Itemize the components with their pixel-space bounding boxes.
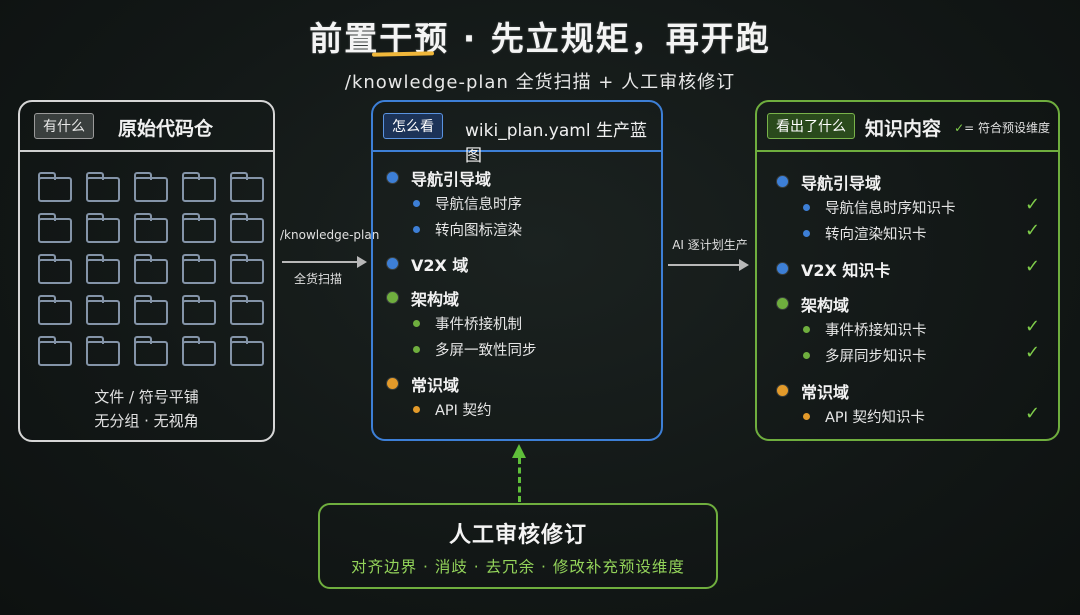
domain-label: V2X 知识卡 — [801, 261, 891, 280]
domain-label: 导航引导域 — [801, 174, 882, 193]
check-icon: ✓ — [1025, 220, 1041, 241]
list-item: 导航信息时序知识卡 — [825, 201, 956, 217]
list-item: 多屏一致性同步 — [435, 343, 537, 359]
item-bullet-icon — [803, 352, 810, 359]
list-item: API 契约 — [435, 403, 492, 419]
item-bullet-icon — [803, 204, 810, 211]
wiki-plan-panel: 怎么看 wiki_plan.yaml 生产蓝图 导航引导域导航信息时序转向图标渲… — [371, 100, 663, 441]
item-bullet-icon — [413, 320, 420, 327]
folder-icon — [134, 213, 168, 243]
folder-icon — [86, 254, 120, 284]
folder-icon — [230, 254, 264, 284]
folder-icon — [134, 336, 168, 366]
folder-icon — [182, 336, 216, 366]
domain-label: 架构域 — [411, 290, 460, 309]
check-icon: ✓ — [1025, 194, 1041, 215]
folder-icon — [86, 336, 120, 366]
folder-icon — [86, 295, 120, 325]
produce-arrow-label: AI 逐计划生产 — [672, 238, 748, 252]
source-repo-tag: 有什么 — [34, 113, 94, 139]
folder-icon — [182, 295, 216, 325]
human-review-subtitle: 对齐边界 · 消歧 · 去冗余 · 修改补充预设维度 — [351, 558, 685, 576]
list-item: 事件桥接知识卡 — [825, 323, 927, 339]
folder-icon — [38, 213, 72, 243]
source-caption-line1: 文件 / 符号平铺 — [94, 388, 199, 406]
folder-icon — [182, 213, 216, 243]
knowledge-content-title: 知识内容 — [865, 118, 942, 140]
folder-icon — [230, 172, 264, 202]
folder-icon — [230, 213, 264, 243]
domain-bullet-icon — [387, 292, 398, 303]
folder-icon — [86, 172, 120, 202]
wiki-plan-tag: 怎么看 — [383, 113, 443, 139]
item-bullet-icon — [413, 406, 420, 413]
domain-bullet-icon — [777, 385, 788, 396]
domain-bullet-icon — [777, 298, 788, 309]
source-repo-header: 有什么 原始代码仓 — [20, 102, 273, 152]
item-bullet-icon — [413, 200, 420, 207]
check-icon: ✓ — [1025, 256, 1041, 277]
domain-bullet-icon — [387, 378, 398, 389]
item-bullet-icon — [413, 226, 420, 233]
domain-bullet-icon — [777, 176, 788, 187]
check-legend: ✓= 符合预设维度 — [954, 119, 1050, 136]
list-item: API 契约知识卡 — [825, 410, 926, 426]
source-repo-panel: 有什么 原始代码仓 文件 / 符号平铺 无分组 · 无视角 — [18, 100, 275, 442]
page-subtitle: /knowledge-plan 全货扫描 + 人工审核修订 — [344, 72, 736, 93]
list-item: 转向图标渲染 — [435, 223, 522, 239]
domain-label: 常识域 — [801, 383, 850, 402]
knowledge-content-tag: 看出了什么 — [767, 113, 855, 139]
human-review-title: 人工审核修订 — [448, 523, 587, 548]
produce-arrow-line — [668, 264, 740, 266]
list-item: 导航信息时序 — [435, 197, 522, 213]
produce-arrow-head-icon — [739, 259, 749, 271]
domain-bullet-icon — [387, 172, 398, 183]
wiki-plan-header: 怎么看 wiki_plan.yaml 生产蓝图 — [373, 102, 661, 166]
folder-icon — [38, 336, 72, 366]
review-arrow-head-icon — [512, 444, 526, 458]
scan-arrow-head-icon — [357, 256, 367, 268]
check-icon: ✓ — [1025, 316, 1041, 337]
knowledge-content-panel: 看出了什么 知识内容 ✓= 符合预设维度 导航引导域导航信息时序知识卡✓转向渲染… — [755, 100, 1060, 441]
wiki-plan-title: wiki_plan.yaml 生产蓝图 — [465, 121, 647, 166]
domain-label: V2X 域 — [411, 256, 469, 275]
scan-arrow-label-2: 全货扫描 — [293, 272, 342, 286]
folder-icon — [134, 295, 168, 325]
item-bullet-icon — [803, 230, 810, 237]
review-arrow-line — [518, 458, 521, 502]
folder-icon — [134, 172, 168, 202]
scan-arrow-label-1: /knowledge-plan — [280, 228, 380, 242]
page-title: 前置干预 · 先立规矩，再开跑 — [309, 19, 771, 58]
list-item: 事件桥接机制 — [435, 317, 522, 333]
domain-label: 常识域 — [411, 376, 460, 395]
item-bullet-icon — [803, 413, 810, 420]
folder-icon — [38, 295, 72, 325]
list-item: 多屏同步知识卡 — [825, 349, 927, 365]
domain-bullet-icon — [777, 263, 788, 274]
legend-text: = 符合预设维度 — [964, 121, 1050, 135]
domain-label: 导航引导域 — [411, 170, 492, 189]
scan-arrow-line — [282, 261, 358, 263]
folder-icon — [38, 172, 72, 202]
item-bullet-icon — [413, 346, 420, 353]
folder-icon — [182, 172, 216, 202]
legend-check-icon: ✓ — [954, 121, 965, 135]
domain-bullet-icon — [387, 258, 398, 269]
domain-label: 架构域 — [801, 296, 850, 315]
human-review-panel: 人工审核修订 对齐边界 · 消歧 · 去冗余 · 修改补充预设维度 — [318, 503, 718, 589]
folder-icon — [182, 254, 216, 284]
list-item: 转向渲染知识卡 — [825, 227, 927, 243]
check-icon: ✓ — [1025, 403, 1041, 424]
item-bullet-icon — [803, 326, 810, 333]
source-repo-title: 原始代码仓 — [118, 118, 214, 140]
source-caption-line2: 无分组 · 无视角 — [94, 412, 199, 430]
check-icon: ✓ — [1025, 342, 1041, 363]
folder-icon — [134, 254, 168, 284]
knowledge-content-header: 看出了什么 知识内容 ✓= 符合预设维度 — [757, 102, 1058, 152]
folder-icon — [86, 213, 120, 243]
folder-icon — [230, 336, 264, 366]
folder-icon — [230, 295, 264, 325]
folder-icon — [38, 254, 72, 284]
